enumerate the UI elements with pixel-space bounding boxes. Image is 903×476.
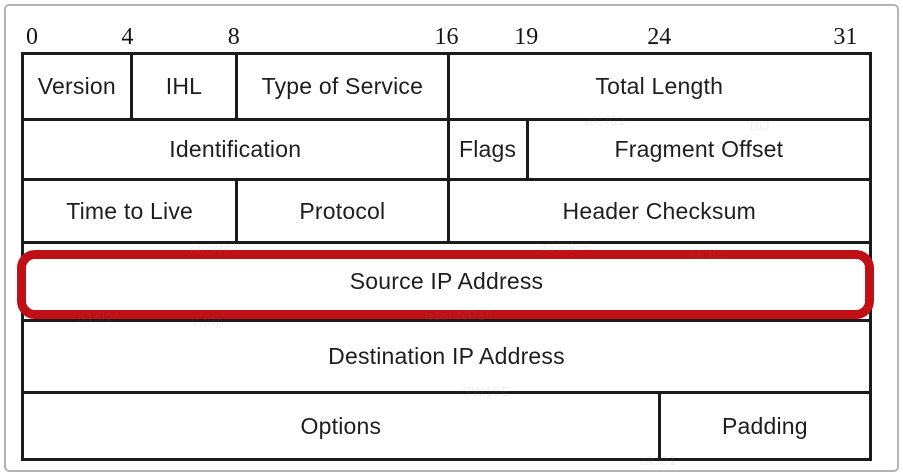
bit-label-0: 0	[26, 24, 38, 50]
field-label: Padding	[721, 412, 808, 439]
field-ihl: IHL	[129, 55, 236, 118]
header-row-6: Options Padding	[24, 391, 869, 458]
bit-label-8: 8	[227, 24, 240, 50]
field-label: Protocol	[299, 197, 386, 224]
header-row-3: Time to Live Protocol Header Checksum	[24, 178, 869, 241]
field-version: Version	[24, 55, 130, 118]
field-label: Version	[37, 73, 116, 99]
bit-label-4: 4	[121, 24, 134, 50]
ipv4-header-diagram: 0 4 8 16 19 24 31 Version IHL Type of Service Tot…	[17, 21, 874, 461]
field-label: Flags	[458, 136, 517, 162]
field-flags: Flags	[446, 121, 526, 178]
bit-label-24: 24	[647, 24, 672, 50]
bit-label-16: 16	[434, 24, 459, 50]
field-label: Time to Live	[66, 197, 194, 224]
field-label: IHL	[165, 73, 203, 99]
field-label: Options	[300, 412, 382, 439]
field-label: Destination IP Address	[328, 343, 565, 369]
bit-label-31: 31	[833, 24, 858, 50]
field-header-checksum: Header Checksum	[446, 181, 870, 241]
header-row-2: Identification Flags Fragment Offset	[24, 118, 869, 178]
header-row-4: Source IP Address	[17, 241, 874, 319]
field-label: Total Length	[595, 73, 724, 99]
field-options: Options	[24, 394, 658, 458]
bit-label-19: 19	[514, 24, 539, 50]
field-time-to-live: Time to Live	[24, 181, 235, 241]
field-label: Header Checksum	[562, 197, 756, 224]
header-row-1: Version IHL Type of Service Total Length	[24, 55, 869, 118]
field-label: Identification	[169, 136, 302, 162]
field-label: Type of Service	[261, 73, 424, 99]
field-source-ip-address: Source IP Address	[24, 244, 869, 319]
bit-ruler: 0 4 8 16 19 24 31	[21, 21, 872, 50]
field-label: Source IP Address	[349, 268, 544, 294]
field-type-of-service: Type of Service	[235, 55, 446, 118]
field-padding: Padding	[657, 394, 869, 458]
field-identification: Identification	[24, 121, 447, 178]
field-protocol: Protocol	[235, 181, 446, 241]
field-fragment-offset: Fragment Offset	[525, 121, 869, 178]
field-label: Fragment Offset	[614, 136, 784, 162]
field-destination-ip-address: Destination IP Address	[24, 322, 869, 391]
field-total-length: Total Length	[446, 55, 870, 118]
header-row-5: Destination IP Address	[24, 319, 869, 391]
